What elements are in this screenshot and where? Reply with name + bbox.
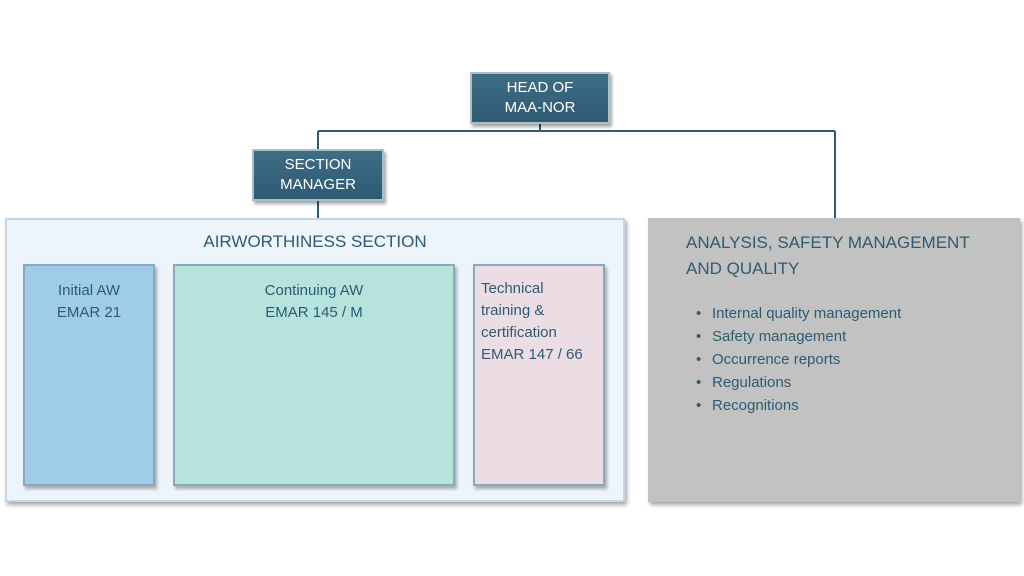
continuing-aw-line-2: EMAR 145 / M xyxy=(265,304,363,321)
analysis-safety-quality-panel: ANALYSIS, SAFETY MANAGEMENT AND QUALITY … xyxy=(648,218,1020,502)
head-line-2: MAA-NOR xyxy=(504,99,576,116)
list-item: • Occurrence reports xyxy=(696,348,901,371)
airworthiness-section-panel: AIRWORTHINESS SECTION Initial AW EMAR 21… xyxy=(5,218,625,502)
initial-aw-line-1: Initial AW xyxy=(58,282,120,299)
initial-aw-box: Initial AW EMAR 21 xyxy=(23,264,155,486)
continuing-aw-line-1: Continuing AW xyxy=(264,282,364,299)
technical-line-2: training & xyxy=(481,302,545,319)
list-item: • Recognitions xyxy=(696,394,901,417)
list-item-text: Recognitions xyxy=(712,397,799,414)
technical-line-1: Technical xyxy=(481,280,544,297)
asq-title: ANALYSIS, SAFETY MANAGEMENT AND QUALITY xyxy=(686,230,1006,282)
asq-title-line-1: ANALYSIS, SAFETY MANAGEMENT xyxy=(686,233,970,252)
bullet-icon: • xyxy=(696,397,702,414)
head-of-maa-nor-node: HEAD OF MAA-NOR xyxy=(470,72,610,124)
technical-training-box: Technical training & certification EMAR … xyxy=(473,264,605,486)
asq-list: • Internal quality management • Safety man… xyxy=(696,302,901,417)
list-item-text: Occurrence reports xyxy=(712,351,841,368)
asq-title-line-2: AND QUALITY xyxy=(686,259,800,278)
section-manager-node: SECTION MANAGER xyxy=(252,149,384,201)
section-manager-line-2: MANAGER xyxy=(280,176,356,193)
initial-aw-line-2: EMAR 21 xyxy=(56,304,122,321)
continuing-aw-box: Continuing AW EMAR 145 / M xyxy=(173,264,455,486)
list-item-text: Regulations xyxy=(712,374,792,391)
bullet-icon: • xyxy=(696,305,702,322)
airworthiness-section-title: AIRWORTHINESS SECTION xyxy=(203,232,427,251)
list-item: • Safety management xyxy=(696,325,901,348)
bullet-icon: • xyxy=(696,374,702,391)
list-item: • Regulations xyxy=(696,371,901,394)
bullet-icon: • xyxy=(696,328,702,345)
technical-line-4: EMAR 147 / 66 xyxy=(481,346,583,363)
bullet-icon: • xyxy=(696,351,702,368)
technical-line-3: certification xyxy=(481,324,557,341)
head-line-1: HEAD OF xyxy=(506,79,574,96)
list-item-text: Internal quality management xyxy=(712,305,902,322)
list-item: • Internal quality management xyxy=(696,302,901,325)
section-manager-line-1: SECTION xyxy=(284,156,352,173)
list-item-text: Safety management xyxy=(712,328,847,345)
